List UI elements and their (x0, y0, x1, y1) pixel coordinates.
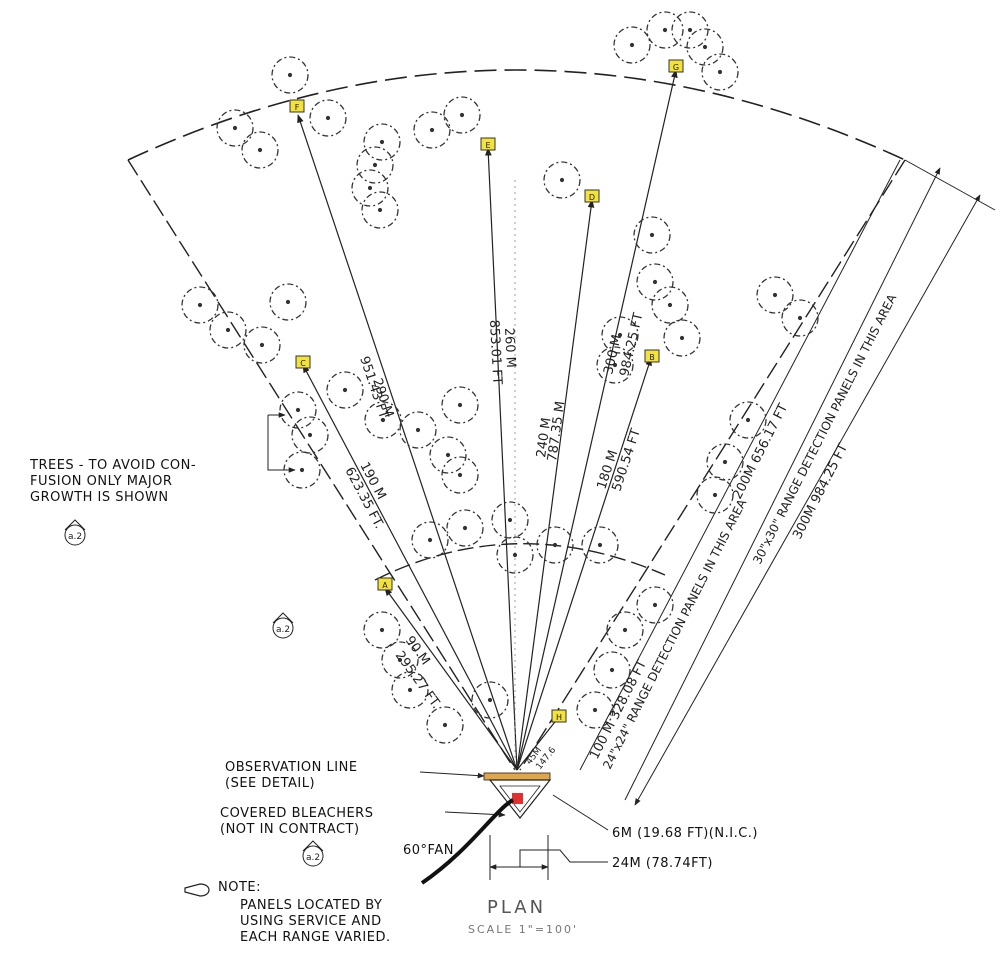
svg-text:A: A (382, 581, 388, 590)
svg-text:240 M: 240 M (534, 417, 554, 459)
svg-text:24"x24" RANGE DETECTION PANELS: 24"x24" RANGE DETECTION PANELS IN THIS A… (600, 496, 749, 771)
svg-text:a.2: a.2 (306, 853, 320, 863)
fan-label: 60°FAN (403, 843, 454, 858)
range-line-d (516, 199, 595, 771)
svg-text:C: C (300, 359, 306, 368)
section-marker-3: a.2 (302, 840, 324, 867)
fan-right-boundary (519, 159, 906, 771)
panel-markers: F E D G C B A H (289, 59, 684, 723)
note-bullet-icon (184, 883, 210, 897)
section-marker-1: a.2 (64, 519, 86, 546)
svg-text:D: D (589, 193, 595, 202)
svg-text:F: F (295, 103, 300, 112)
svg-text:E: E (485, 141, 490, 150)
panel-e: E (480, 137, 496, 151)
svg-text:H: H (556, 713, 562, 722)
range-line-a (384, 587, 518, 771)
observation-line-label: OBSERVATION LINE (SEE DETAIL) (225, 760, 358, 791)
panel-g: G (668, 59, 684, 73)
panel-b: B (644, 349, 660, 363)
range-line-f (297, 114, 518, 771)
panel-c: C (295, 355, 311, 369)
plan-scale: SCALE 1"=100' (468, 923, 579, 936)
bleacher-red-marker (512, 793, 523, 804)
panel-a: A (377, 577, 393, 591)
covered-bleachers (488, 779, 552, 819)
covered-bleachers-label: COVERED BLEACHERS (NOT IN CONTRACT) (220, 806, 374, 837)
range-line-c (302, 364, 518, 771)
svg-text:a.2: a.2 (276, 625, 290, 635)
inner-range-arc (374, 543, 666, 581)
outer-range-arc (127, 69, 906, 161)
range-line-e (484, 147, 518, 771)
svg-text:260 M: 260 M (501, 327, 518, 368)
fan-left-boundary (127, 159, 516, 771)
twentyfour-meter-dimension: 24M (78.74FT) (612, 856, 713, 871)
svg-text:B: B (649, 353, 655, 362)
range-line-b (516, 357, 652, 771)
note-body: PANELS LOCATED BY USING SERVICE AND EACH… (240, 898, 391, 945)
six-meter-dimension: 6M (19.68 FT)(N.I.C.) (612, 826, 758, 841)
svg-text:G: G (673, 63, 679, 72)
note-title: NOTE: (218, 880, 261, 895)
section-marker-2: a.2 (272, 612, 294, 639)
panel-d: D (584, 189, 600, 203)
panel-f: F (289, 99, 305, 113)
observation-line (483, 772, 551, 781)
trees-note: TREES - TO AVOID CON- FUSION ONLY MAJOR … (30, 458, 197, 505)
range-line-g (516, 69, 678, 771)
svg-text:787.35 M: 787.35 M (545, 400, 568, 462)
range-line-h (516, 717, 559, 771)
plan-title: PLAN (487, 897, 547, 918)
panel-h: H (551, 709, 567, 723)
svg-text:853.01 FT: 853.01 FT (486, 319, 504, 385)
svg-text:a.2: a.2 (68, 532, 82, 542)
